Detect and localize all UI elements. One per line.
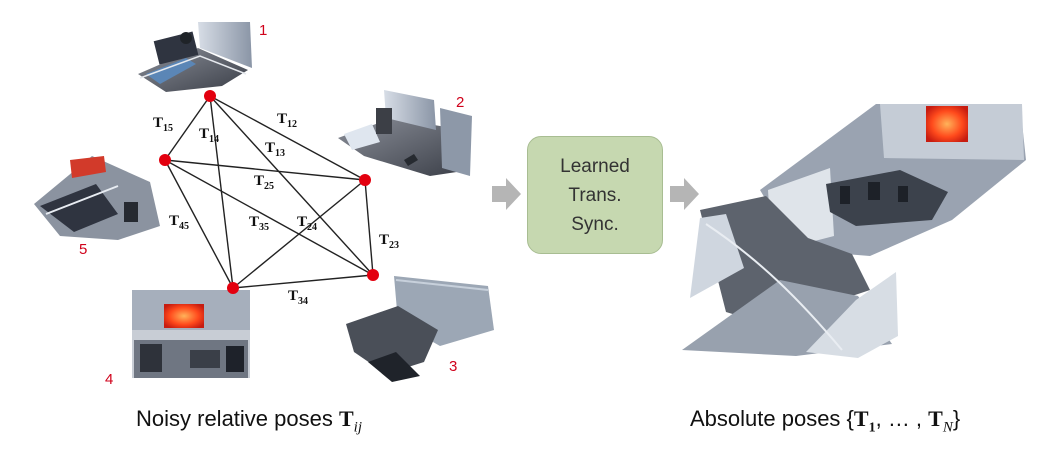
caption-relative-symbol: T	[338, 406, 354, 431]
edge-4-3	[232, 274, 374, 289]
learned-sync-box: Learned Trans. Sync.	[527, 136, 663, 254]
edge-label-23: T23	[379, 232, 399, 251]
edge-1-5	[164, 95, 211, 161]
sync-box-line-2: Trans.	[568, 184, 622, 206]
scan-number-1: 1	[259, 22, 267, 39]
edge-label-15: T15	[153, 115, 173, 134]
edge-label-34: T34	[288, 288, 308, 307]
caption-relative-poses: Noisy relative poses Tij	[136, 406, 362, 436]
node-2	[359, 174, 371, 186]
scan-number-2: 2	[456, 94, 464, 111]
caption-absolute-mid: , … ,	[875, 406, 929, 431]
edge-5-2	[164, 159, 366, 181]
node-1	[204, 90, 216, 102]
scan-number-4: 4	[105, 371, 113, 388]
caption-relative-text: Noisy relative poses	[136, 406, 339, 431]
edge-label-25: T25	[254, 173, 274, 192]
edge-label-14: T14	[199, 126, 219, 145]
pose-graph-edges	[164, 95, 374, 289]
reconstructed-scene	[682, 104, 1026, 358]
caption-absolute-sub-2: N	[942, 419, 953, 436]
edge-label-24: T24	[297, 214, 317, 233]
caption-absolute-close: }	[952, 406, 961, 431]
caption-absolute-symbol-1: T	[853, 406, 869, 431]
arrow-into-sync	[492, 178, 521, 210]
pose-graph-nodes	[159, 90, 379, 294]
edge-label-35: T35	[249, 214, 269, 233]
node-5	[159, 154, 171, 166]
edge-label-13: T13	[265, 140, 285, 159]
scan-1-pointcloud	[138, 22, 252, 92]
caption-absolute-poses: Absolute poses {T1, … , TN}	[690, 406, 960, 436]
caption-absolute-sub-1: 1	[868, 420, 876, 436]
edge-1-2	[209, 95, 366, 181]
edge-label-12: T12	[277, 111, 297, 130]
scan-5-pointcloud	[34, 156, 160, 240]
caption-absolute-symbol-2: T	[928, 406, 943, 431]
sync-box-line-3: Sync.	[571, 213, 619, 235]
node-4	[227, 282, 239, 294]
scan-2-pointcloud	[338, 90, 472, 176]
edge-label-45: T45	[169, 213, 189, 232]
sync-box-line-1: Learned	[560, 155, 630, 177]
edge-2-4	[232, 179, 366, 289]
edge-5-3	[164, 159, 374, 276]
scan-3-pointcloud	[346, 276, 494, 382]
caption-absolute-text: Absolute poses	[690, 406, 847, 431]
edge-1-3	[209, 95, 374, 276]
caption-relative-sub: ij	[353, 419, 363, 436]
scan-number-3: 3	[449, 358, 457, 375]
edge-labels: T15 T14 T12 T13 T25 T45 T35 T24 T23 T34	[153, 111, 399, 307]
scan-4-pointcloud	[132, 290, 250, 378]
scan-number-5: 5	[79, 241, 87, 258]
node-3	[367, 269, 379, 281]
caption-absolute-open: {	[846, 406, 854, 431]
edge-2-3	[364, 179, 374, 276]
arrow-out-of-sync	[670, 178, 699, 210]
edge-5-4	[164, 159, 234, 289]
scan-numbers: 1 2 3 4 5	[79, 22, 464, 388]
